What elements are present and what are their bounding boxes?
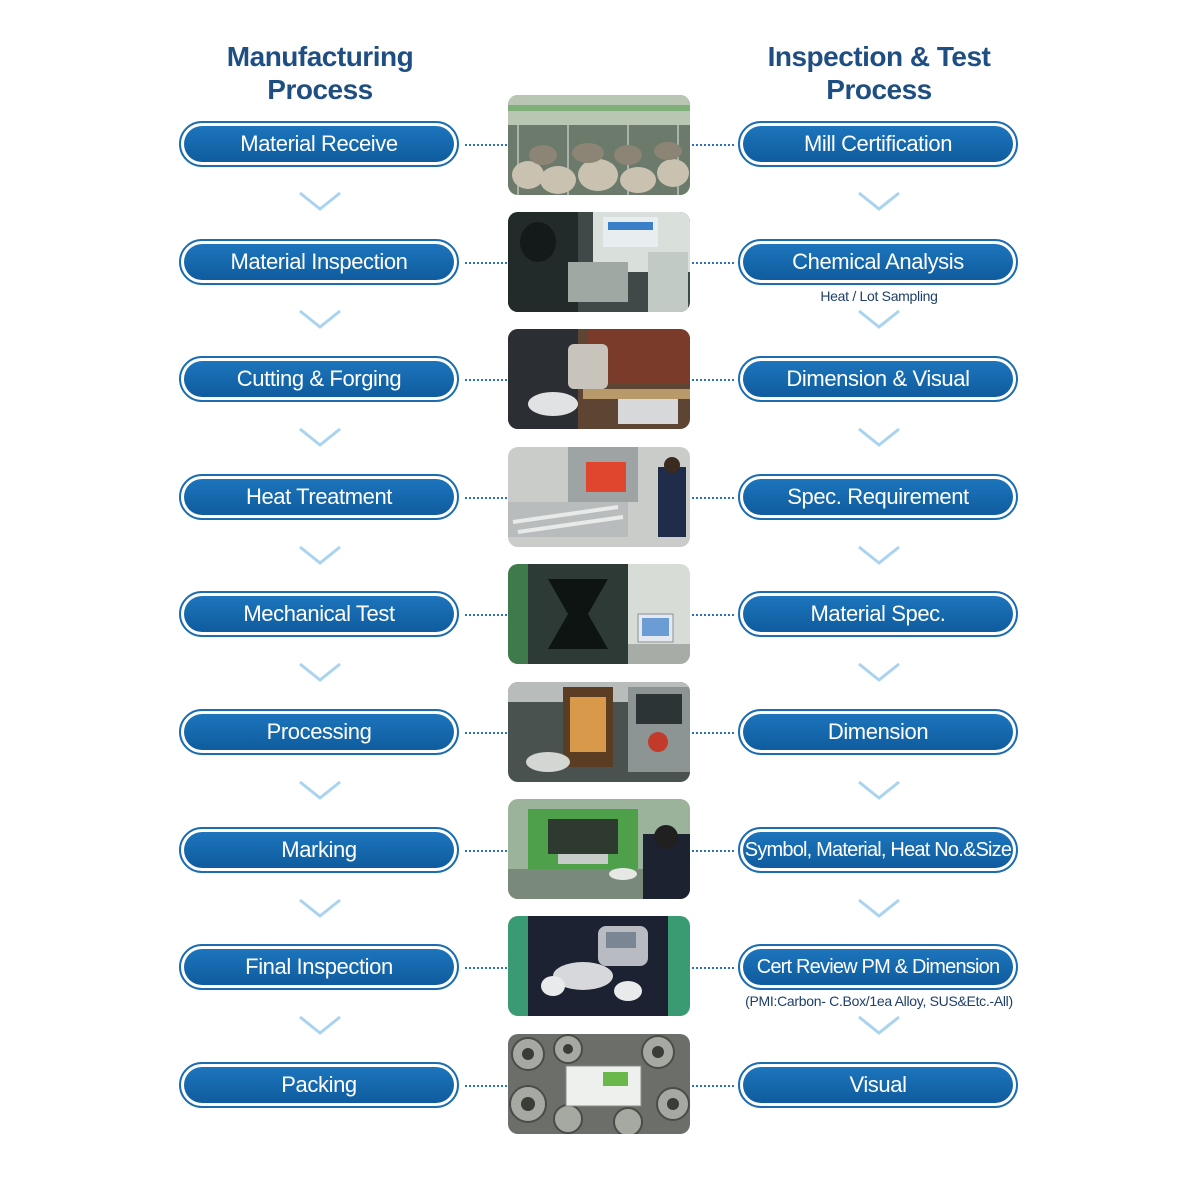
step-visual: Visual bbox=[738, 1062, 1018, 1108]
step-label: Visual bbox=[743, 1067, 1013, 1103]
material-stock-photo bbox=[508, 95, 690, 195]
connector-dots bbox=[692, 379, 734, 381]
final-inspection-photo bbox=[508, 916, 690, 1016]
pmi-note: (PMI:Carbon- C.Box/1ea Alloy, SUS&Etc.-A… bbox=[745, 993, 1013, 1009]
chevron-down-icon bbox=[299, 427, 341, 447]
step-dimension-visual: Dimension & Visual bbox=[738, 356, 1018, 402]
step-symbol-material-heat-size: Symbol, Material, Heat No.&Size bbox=[738, 827, 1018, 873]
chevron-down-icon bbox=[299, 662, 341, 682]
step-label: Final Inspection bbox=[184, 949, 454, 985]
chevron-down-icon bbox=[299, 1015, 341, 1035]
step-label: Cutting & Forging bbox=[184, 361, 454, 397]
chevron-down-icon bbox=[858, 427, 900, 447]
manufacturing-process-title: Manufacturing Process bbox=[170, 40, 470, 106]
connector-dots bbox=[465, 144, 507, 146]
title-line: Process bbox=[826, 74, 932, 105]
step-label: Heat Treatment bbox=[184, 479, 454, 515]
chevron-down-icon bbox=[299, 780, 341, 800]
sampling-note: Heat / Lot Sampling bbox=[820, 288, 938, 304]
step-label: Material Receive bbox=[184, 126, 454, 162]
step-label: Marking bbox=[184, 832, 454, 868]
cutting-forging-photo bbox=[508, 329, 690, 429]
step-material-receive: Material Receive bbox=[179, 121, 459, 167]
chevron-down-icon bbox=[299, 191, 341, 211]
step-mill-certification: Mill Certification bbox=[738, 121, 1018, 167]
chevron-down-icon bbox=[858, 898, 900, 918]
chevron-down-icon bbox=[858, 780, 900, 800]
chevron-down-icon bbox=[858, 662, 900, 682]
chevron-down-icon bbox=[299, 898, 341, 918]
step-cutting-forging: Cutting & Forging bbox=[179, 356, 459, 402]
step-final-inspection: Final Inspection bbox=[179, 944, 459, 990]
step-cert-review: Cert Review PM & Dimension bbox=[738, 944, 1018, 990]
chevron-down-icon bbox=[858, 545, 900, 565]
step-packing: Packing bbox=[179, 1062, 459, 1108]
connector-dots bbox=[692, 967, 734, 969]
step-label: Dimension & Visual bbox=[743, 361, 1013, 397]
processing-photo bbox=[508, 682, 690, 782]
connector-dots bbox=[465, 1085, 507, 1087]
packing-photo bbox=[508, 1034, 690, 1134]
step-label: Material Spec. bbox=[743, 596, 1013, 632]
connector-dots bbox=[465, 497, 507, 499]
connector-dots bbox=[465, 732, 507, 734]
connector-dots bbox=[465, 614, 507, 616]
chevron-down-icon bbox=[858, 191, 900, 211]
connector-dots bbox=[692, 614, 734, 616]
heat-treatment-photo bbox=[508, 447, 690, 547]
step-label: Packing bbox=[184, 1067, 454, 1103]
connector-dots bbox=[692, 1085, 734, 1087]
step-label: Cert Review PM & Dimension bbox=[743, 949, 1013, 985]
inspection-test-process-title: Inspection & Test Process bbox=[729, 40, 1029, 106]
connector-dots bbox=[465, 967, 507, 969]
connector-dots bbox=[692, 144, 734, 146]
step-processing: Processing bbox=[179, 709, 459, 755]
connector-dots bbox=[692, 850, 734, 852]
step-chemical-analysis: Chemical Analysis bbox=[738, 239, 1018, 285]
chevron-down-icon bbox=[299, 309, 341, 329]
step-label: Dimension bbox=[743, 714, 1013, 750]
chevron-down-icon bbox=[858, 309, 900, 329]
material-inspection-photo bbox=[508, 212, 690, 312]
marking-photo bbox=[508, 799, 690, 899]
step-dimension: Dimension bbox=[738, 709, 1018, 755]
connector-dots bbox=[692, 497, 734, 499]
step-mechanical-test: Mechanical Test bbox=[179, 591, 459, 637]
step-material-spec: Material Spec. bbox=[738, 591, 1018, 637]
chevron-down-icon bbox=[858, 1015, 900, 1035]
mechanical-test-photo bbox=[508, 564, 690, 664]
connector-dots bbox=[465, 262, 507, 264]
step-label: Processing bbox=[184, 714, 454, 750]
step-label: Chemical Analysis bbox=[743, 244, 1013, 280]
connector-dots bbox=[692, 732, 734, 734]
step-marking: Marking bbox=[179, 827, 459, 873]
title-line: Inspection & Test bbox=[767, 41, 991, 72]
step-spec-requirement: Spec. Requirement bbox=[738, 474, 1018, 520]
connector-dots bbox=[465, 850, 507, 852]
title-line: Process bbox=[267, 74, 373, 105]
step-heat-treatment: Heat Treatment bbox=[179, 474, 459, 520]
title-line: Manufacturing bbox=[226, 41, 414, 72]
step-label: Mill Certification bbox=[743, 126, 1013, 162]
step-material-inspection: Material Inspection bbox=[179, 239, 459, 285]
step-label: Material Inspection bbox=[184, 244, 454, 280]
connector-dots bbox=[465, 379, 507, 381]
step-label: Spec. Requirement bbox=[743, 479, 1013, 515]
connector-dots bbox=[692, 262, 734, 264]
step-label: Mechanical Test bbox=[184, 596, 454, 632]
chevron-down-icon bbox=[299, 545, 341, 565]
step-label: Symbol, Material, Heat No.&Size bbox=[743, 832, 1013, 868]
